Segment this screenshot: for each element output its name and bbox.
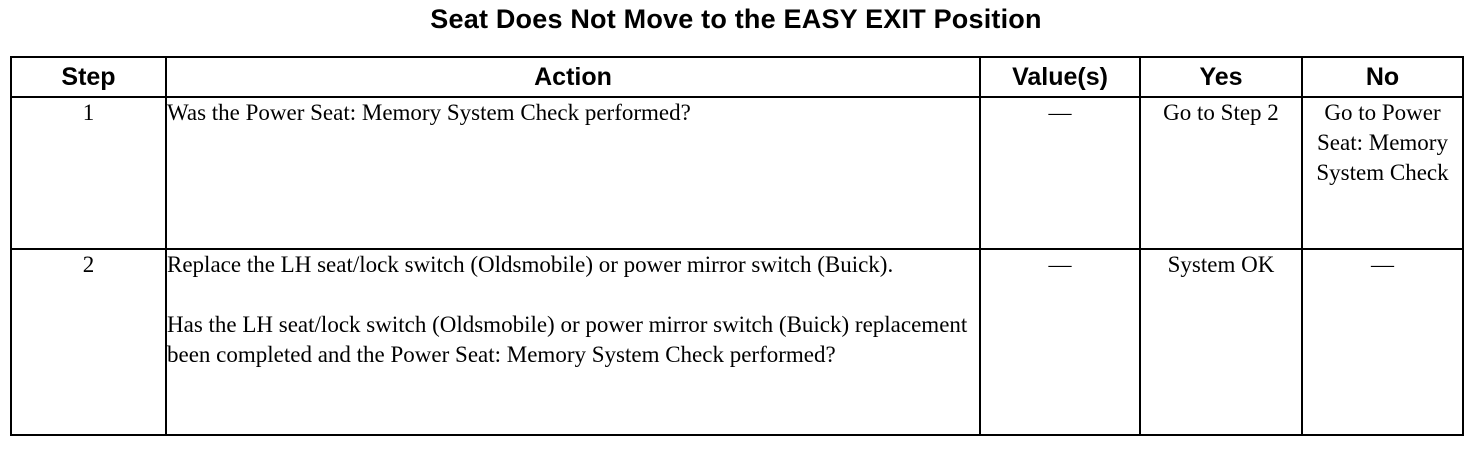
action-cell: Was the Power Seat: Memory System Check … [165, 96, 981, 250]
no-cell: Go to Power Seat: Memory System Check [1301, 96, 1464, 250]
action-text: Has the LH seat/lock switch (Oldsmobile)… [167, 312, 968, 367]
action-text: Was the Power Seat: Memory System Check … [167, 100, 691, 125]
value-cell: — [979, 248, 1141, 436]
action-cell: Replace the LH seat/lock switch (Oldsmob… [165, 248, 981, 436]
yes-cell: System OK [1139, 248, 1303, 436]
yes-cell: Go to Step 2 [1139, 96, 1303, 250]
table-row: 2 Replace the LH seat/lock switch (Oldsm… [10, 248, 1464, 436]
header-no: No [1301, 56, 1464, 98]
header-values: Value(s) [979, 56, 1141, 98]
header-action: Action [165, 56, 981, 98]
header-step: Step [10, 56, 167, 98]
step-cell: 2 [10, 248, 167, 436]
step-cell: 1 [10, 96, 167, 250]
no-cell: — [1301, 248, 1464, 436]
header-yes: Yes [1139, 56, 1303, 98]
page-title: Seat Does Not Move to the EASY EXIT Posi… [430, 4, 1042, 34]
table-row: 1 Was the Power Seat: Memory System Chec… [10, 96, 1464, 250]
diagnostic-table: Step Action Value(s) Yes No 1 Was the Po… [10, 56, 1464, 436]
table-header-row: Step Action Value(s) Yes No [10, 56, 1464, 98]
action-text: Replace the LH seat/lock switch (Oldsmob… [167, 252, 894, 277]
value-cell: — [979, 96, 1141, 250]
